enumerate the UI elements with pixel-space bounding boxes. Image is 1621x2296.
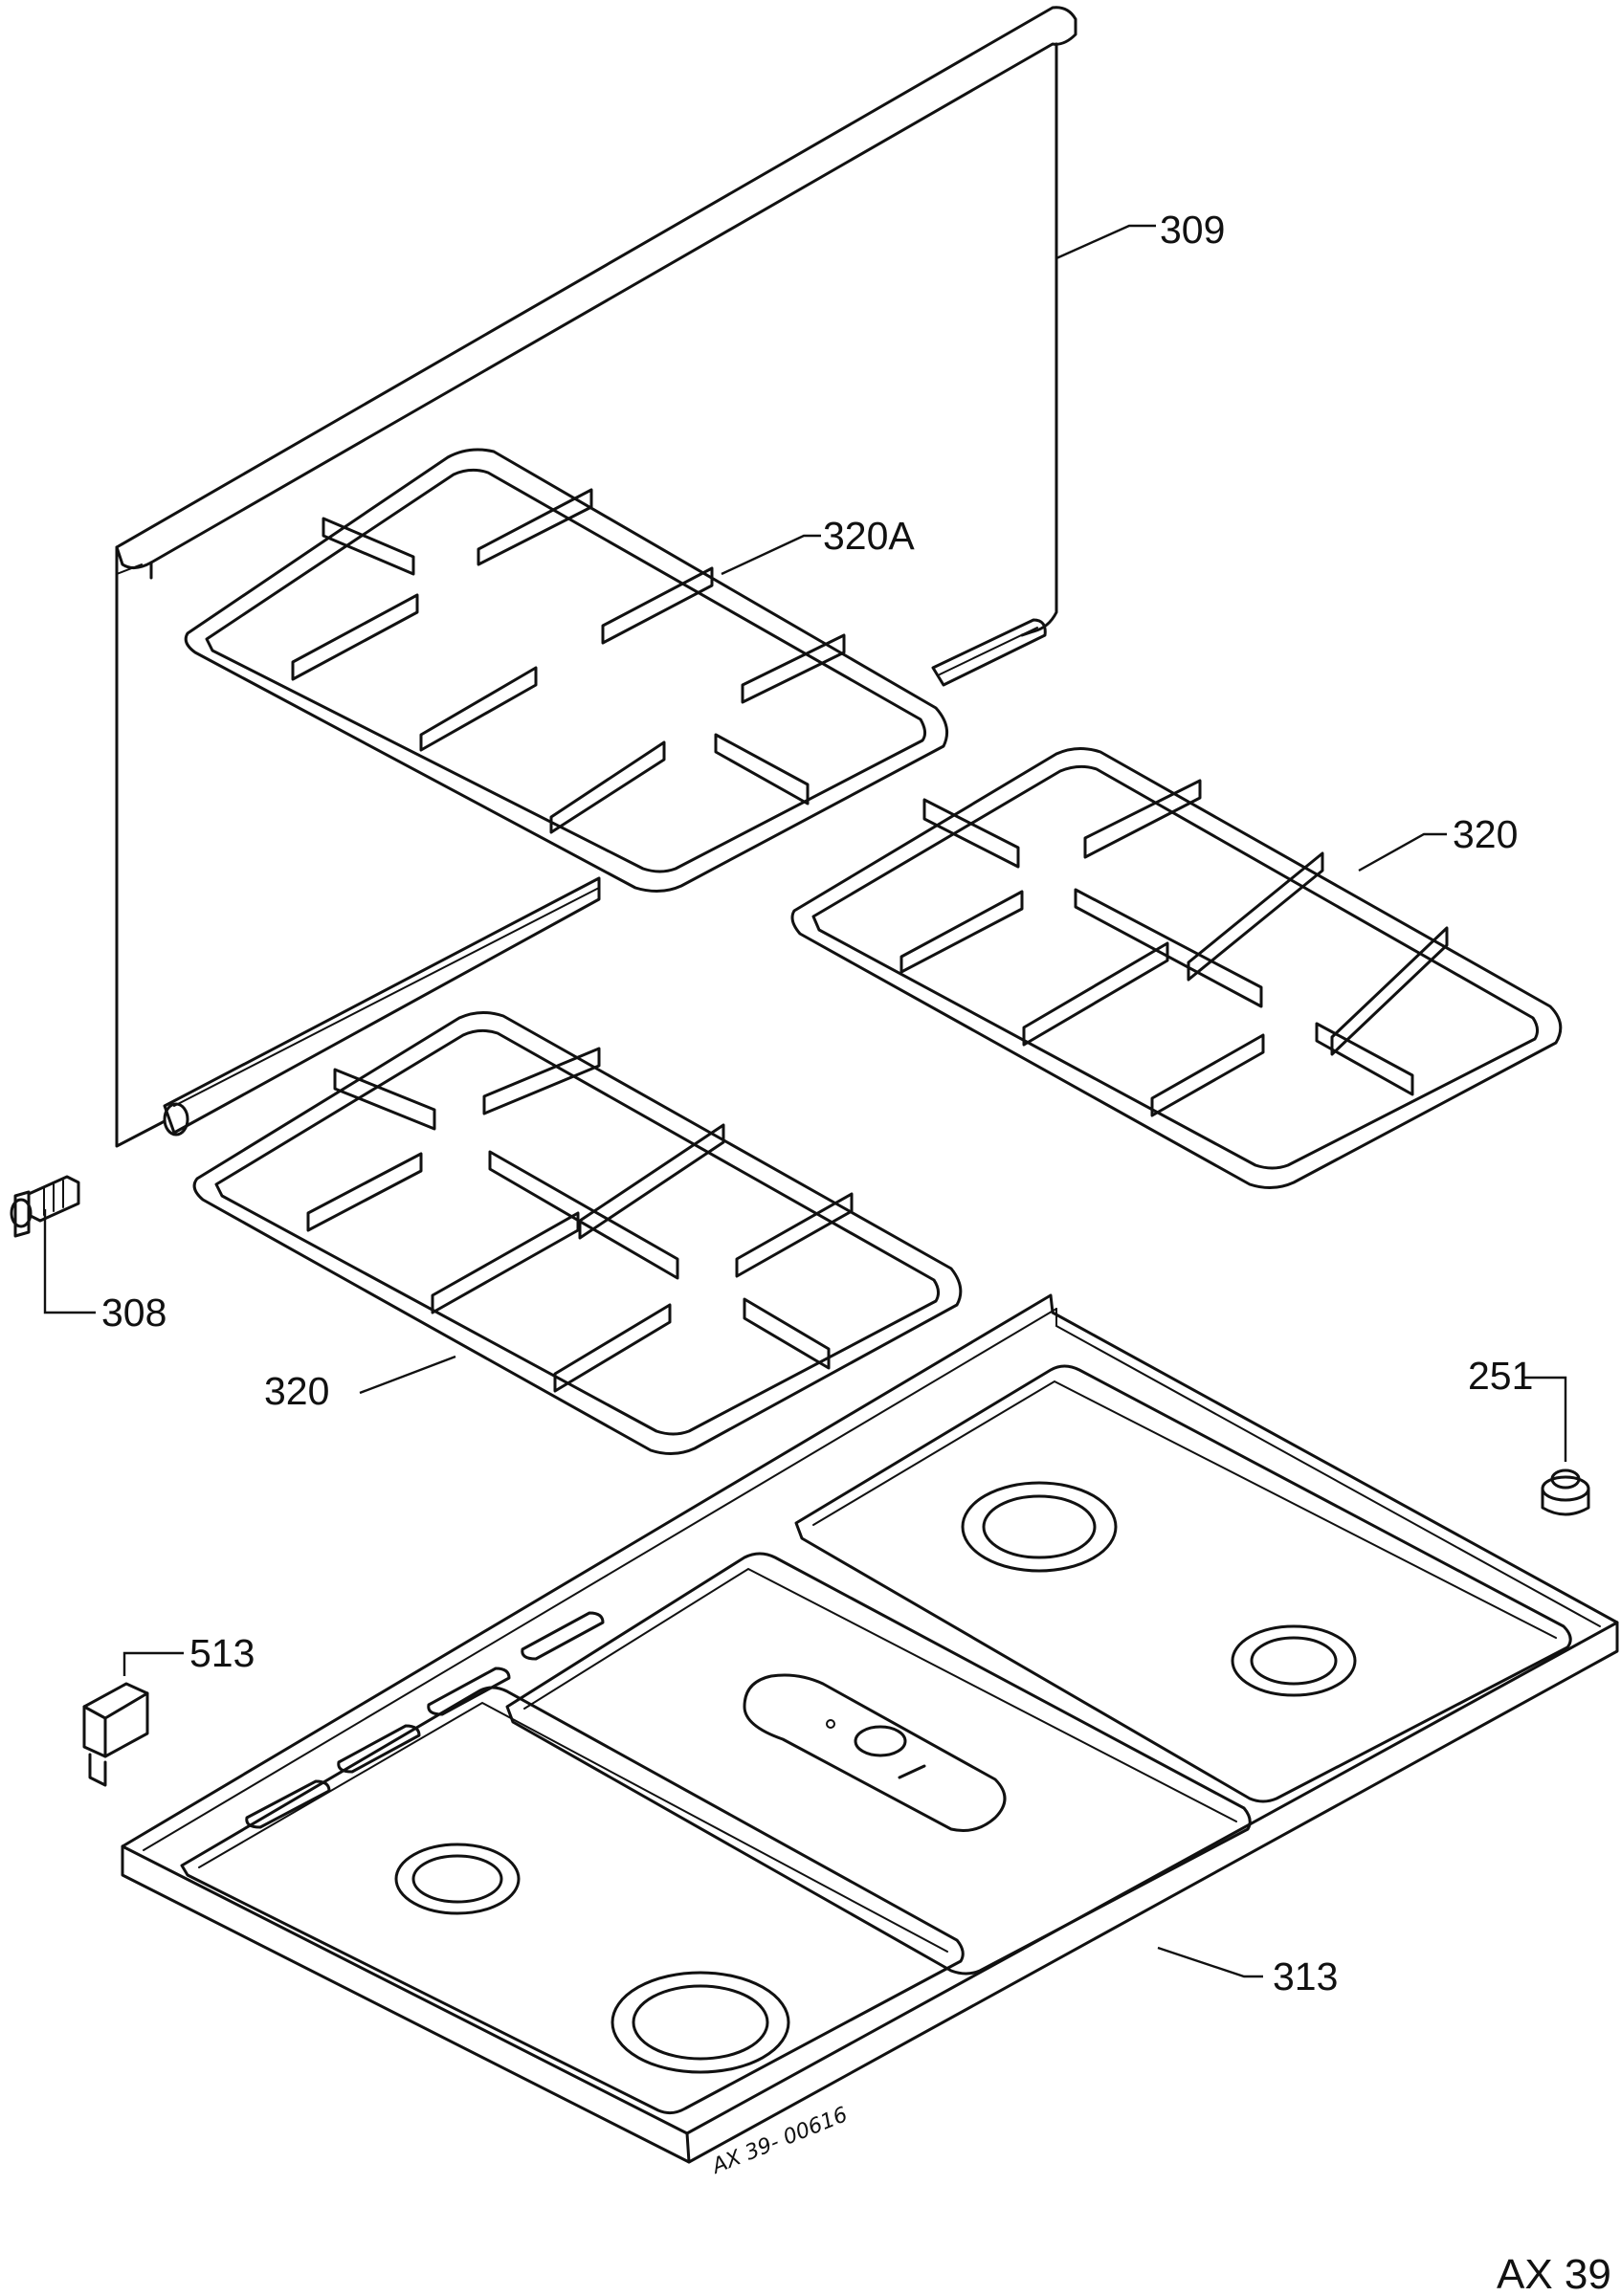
part-320-right-pan-support bbox=[790, 747, 1563, 1189]
part-313-hob-top bbox=[121, 1293, 1619, 2164]
label-320-right: 320 bbox=[1453, 812, 1518, 856]
part-309-back-panel bbox=[115, 6, 1077, 1148]
part-308-screw bbox=[10, 1175, 80, 1238]
part-320-left-pan-support bbox=[192, 1011, 963, 1455]
part-513-clip bbox=[82, 1682, 149, 1787]
label-308: 308 bbox=[101, 1291, 167, 1335]
part-251-knob-bush bbox=[1541, 1468, 1590, 1516]
drawing-reference: AX 39 bbox=[1497, 2251, 1611, 2296]
part-320a-pan-support bbox=[184, 448, 949, 893]
label-313: 313 bbox=[1273, 1954, 1338, 1998]
label-251: 251 bbox=[1468, 1354, 1533, 1398]
label-320-left: 320 bbox=[264, 1369, 329, 1413]
leader-lines bbox=[43, 224, 1567, 1978]
label-320a: 320A bbox=[823, 514, 915, 558]
label-513: 513 bbox=[189, 1631, 255, 1675]
label-309: 309 bbox=[1160, 208, 1225, 252]
